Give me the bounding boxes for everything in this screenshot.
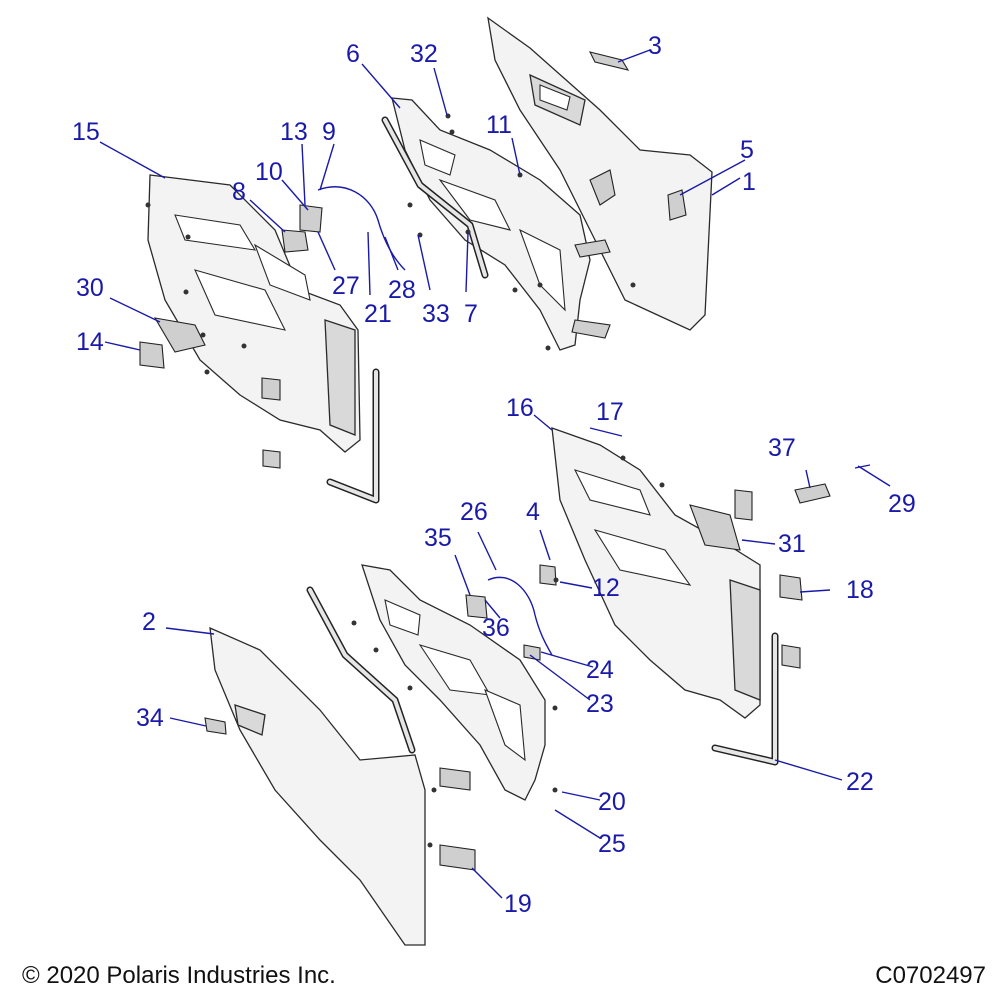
callout-32: 32: [410, 40, 438, 68]
latch-assembly-upper: [281, 186, 406, 271]
inner-trim-panel-upper: [147, 174, 361, 453]
callout-8: 8: [232, 178, 246, 206]
callout-22: 22: [846, 768, 874, 796]
callout-12: 12: [592, 574, 620, 602]
callout-18: 18: [846, 576, 874, 604]
cover-pad-lower: [779, 574, 803, 669]
callout-30: 30: [76, 274, 104, 302]
weather-strip-upper: [381, 116, 489, 279]
door-handle-outer: [588, 51, 630, 71]
hinge-upper: [571, 239, 611, 339]
callout-16: 16: [506, 394, 534, 422]
callout-20: 20: [598, 788, 626, 816]
callout-29: 29: [888, 490, 916, 518]
outer-door-panel-lower: [209, 626, 426, 946]
inner-trim-panel-lower: [551, 427, 761, 719]
outer-handle-lower: [204, 717, 227, 735]
callout-labels: 3 5 1 6 32 11 15 13 9 10 8 27 28 21 33 7…: [72, 32, 916, 918]
callout-13: 13: [280, 118, 308, 146]
callout-10: 10: [255, 158, 283, 186]
copyright-notice: © 2020 Polaris Industries Inc.: [22, 962, 336, 989]
latch-assembly-lower: [465, 564, 557, 661]
callout-3: 3: [648, 32, 662, 60]
inner-handle-lower: [689, 489, 753, 551]
hinge-pin: [794, 464, 871, 504]
callout-35: 35: [424, 524, 452, 552]
callout-15: 15: [72, 118, 100, 146]
door-frame-lower: [361, 564, 546, 801]
callout-21: 21: [364, 300, 392, 328]
callout-17: 17: [596, 398, 624, 426]
drawing-number: C0702497: [875, 962, 986, 989]
callout-28: 28: [388, 276, 416, 304]
callout-25: 25: [598, 830, 626, 858]
callout-36: 36: [482, 614, 510, 642]
callout-7: 7: [464, 300, 478, 328]
callout-23: 23: [586, 690, 614, 718]
callout-1: 1: [742, 168, 756, 196]
callout-34: 34: [136, 704, 164, 732]
callout-4: 4: [526, 498, 540, 526]
callout-6: 6: [346, 40, 360, 68]
callout-2: 2: [142, 608, 156, 636]
callout-27: 27: [332, 272, 360, 300]
hinge-lower: [439, 767, 476, 871]
callout-24: 24: [586, 656, 614, 684]
seal-strip-upper: [326, 368, 380, 504]
callout-5: 5: [740, 136, 754, 164]
callout-9: 9: [322, 118, 336, 146]
callout-26: 26: [460, 498, 488, 526]
fasteners: [145, 113, 665, 848]
outer-door-panel-upper: [487, 16, 713, 331]
callout-19: 19: [504, 890, 532, 918]
callout-31: 31: [778, 530, 806, 558]
seal-strip-lower: [711, 632, 779, 766]
leader-lines: [99, 49, 891, 899]
inner-handle-bezel: [139, 317, 206, 369]
callout-33: 33: [422, 300, 450, 328]
weather-strip-lower: [306, 586, 416, 754]
callout-11: 11: [486, 111, 512, 139]
cover-pad-upper: [261, 377, 281, 469]
callout-14: 14: [76, 328, 104, 356]
callout-37: 37: [768, 434, 796, 462]
